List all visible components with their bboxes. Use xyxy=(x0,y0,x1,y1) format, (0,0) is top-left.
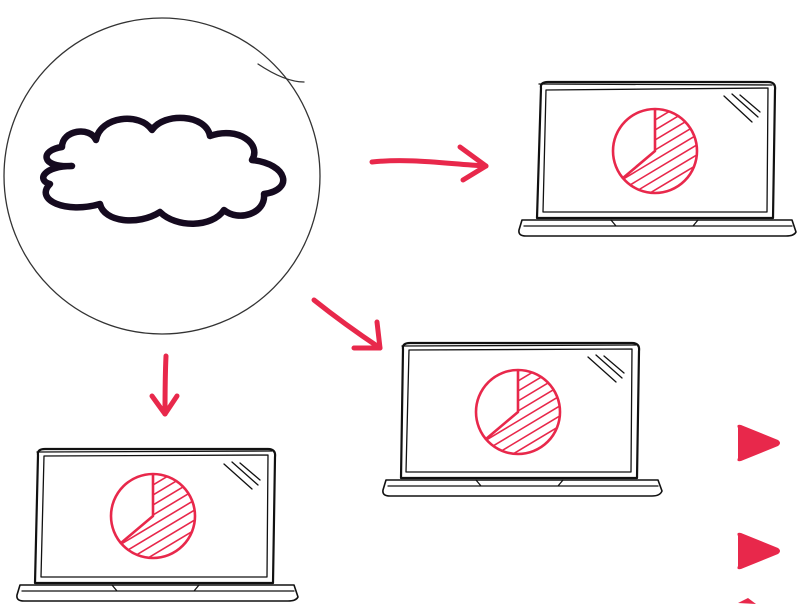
cloud-server xyxy=(3,17,321,335)
play-icon[interactable] xyxy=(737,424,780,462)
pie-chart-icon xyxy=(109,472,197,560)
laptop-base xyxy=(518,219,797,237)
laptop-base xyxy=(16,584,299,602)
cloud-outline xyxy=(40,114,287,227)
arrow-to-client-3 xyxy=(149,353,180,417)
arrow-to-client-1 xyxy=(369,144,489,183)
play-icon-partial xyxy=(738,598,756,604)
nav-controls xyxy=(737,424,780,604)
play-icon[interactable] xyxy=(737,532,780,570)
laptop-client-1 xyxy=(518,80,797,237)
cloud-icon xyxy=(40,114,287,227)
laptop-base xyxy=(382,479,663,497)
arrow-to-client-2 xyxy=(311,297,383,351)
laptop-client-3 xyxy=(16,447,299,602)
circle-gloss-mark xyxy=(257,63,305,83)
laptop-client-2 xyxy=(382,341,663,497)
pie-chart-icon xyxy=(474,368,562,456)
pie-chart-icon xyxy=(611,107,699,195)
server-circle xyxy=(3,17,321,335)
